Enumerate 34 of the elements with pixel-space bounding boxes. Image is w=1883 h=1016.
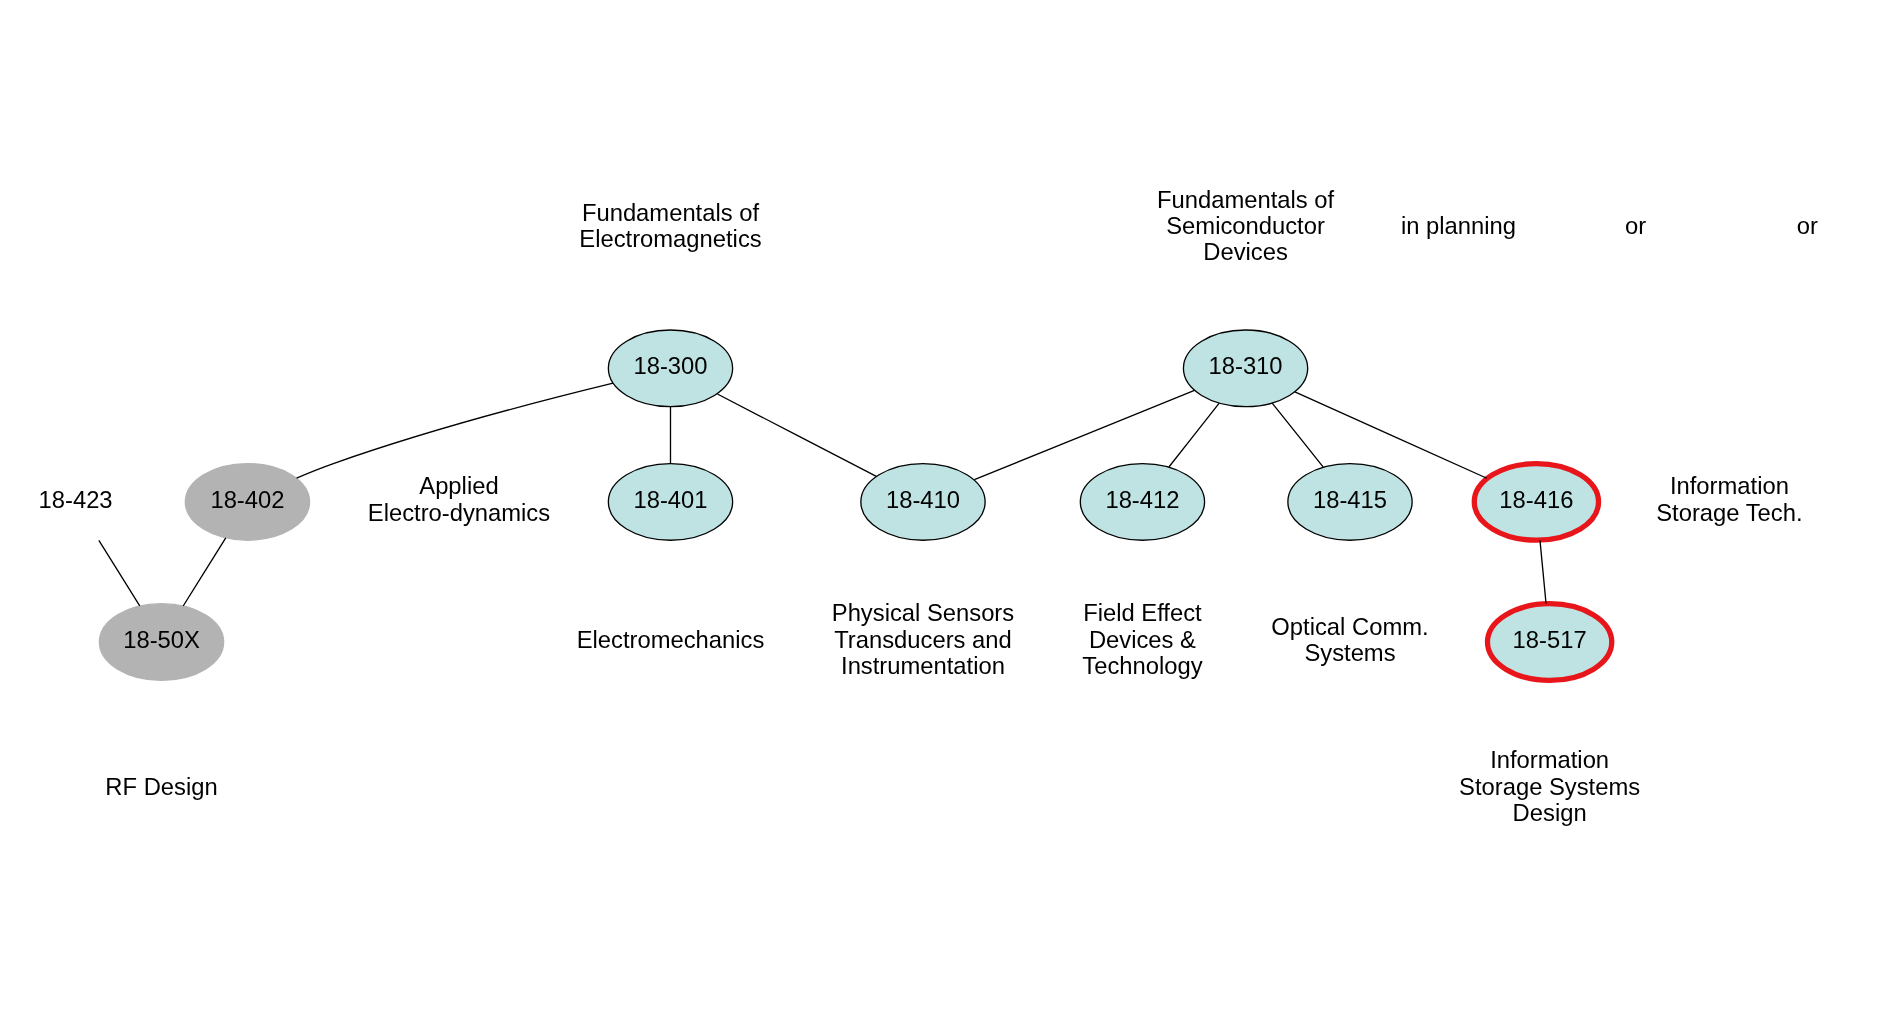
connector: [1271, 401, 1324, 467]
node-text: 18-423: [38, 485, 113, 513]
connector: [669, 405, 672, 464]
node-label: Applied Electro-dynamics: [367, 471, 551, 526]
label: in planning: [1400, 211, 1516, 239]
connector: [716, 392, 877, 477]
node-label: Fundamentals of Semiconductor Devices: [1156, 185, 1335, 265]
connector: [973, 389, 1196, 480]
connector: [1294, 390, 1488, 479]
node-ellipse: 18-412: [1079, 462, 1206, 541]
node-label: Fundamentals of Electromagnetics: [579, 198, 762, 252]
connector: [1539, 539, 1547, 604]
node-ellipse: 18-50X: [98, 602, 225, 681]
node-ellipse: 18-310: [1182, 328, 1309, 407]
node-label: Physical Sensors Transducers and Instrumentation: [831, 598, 1015, 679]
node-label: RF Design: [105, 772, 218, 800]
node-ellipse: 18-416: [1471, 460, 1602, 543]
node-ellipse: 18-410: [860, 462, 986, 541]
node-ellipse: 18-300: [607, 328, 734, 407]
node-label: Field Effect Devices & Technology: [1082, 598, 1203, 679]
node-ellipse: 18-401: [607, 462, 734, 541]
connector: [1168, 402, 1220, 468]
connector: [98, 539, 141, 606]
node-label: Information Storage Systems Design: [1459, 745, 1641, 826]
node-label: Electromechanics: [576, 625, 765, 653]
node-ellipse: 18-402: [184, 462, 311, 541]
node-label: Optical Comm. Systems: [1271, 612, 1429, 666]
label: or: [1796, 211, 1818, 239]
node-ellipse: 18-517: [1484, 600, 1615, 683]
node-ellipse: 18-415: [1287, 462, 1413, 541]
connector: [182, 536, 227, 607]
node-label: Information Storage Tech.: [1656, 471, 1803, 526]
label: or: [1624, 211, 1647, 239]
connector: [295, 382, 614, 479]
